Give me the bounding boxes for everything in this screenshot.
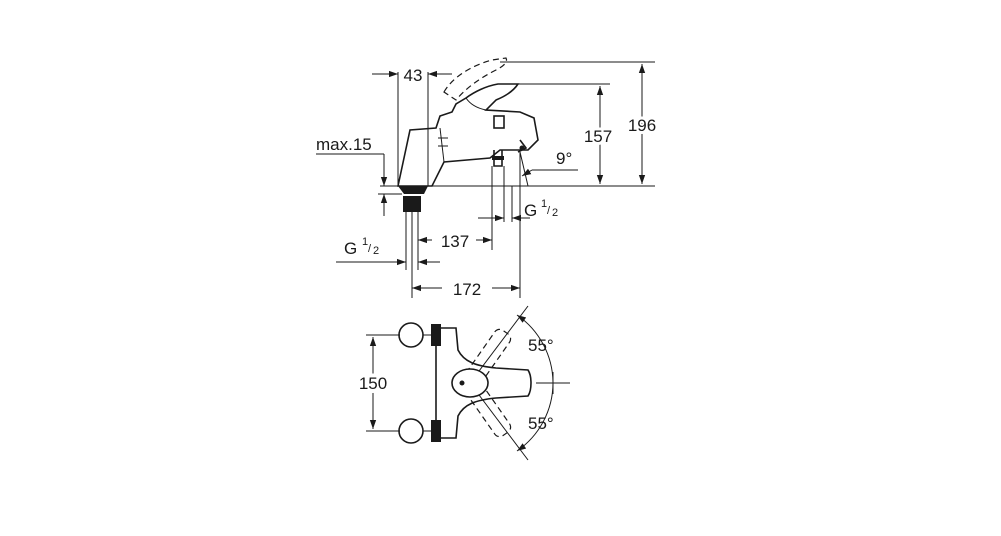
angle-arc-lower bbox=[516, 382, 554, 452]
dim-max15-label: max.15 bbox=[316, 135, 372, 154]
hose-nut bbox=[492, 156, 504, 160]
spout-nozzle bbox=[519, 145, 525, 151]
dim-196-label: 196 bbox=[628, 116, 656, 135]
dim-157-label: 157 bbox=[584, 127, 612, 146]
thread-right-num: 1 bbox=[541, 198, 547, 210]
dim-150-label: 150 bbox=[359, 374, 387, 393]
mixer-body bbox=[397, 83, 539, 187]
thread-right-g: G bbox=[524, 201, 537, 220]
thread-right-den: 2 bbox=[552, 207, 558, 219]
top-handle bbox=[451, 368, 489, 398]
dim-137-label: 137 bbox=[441, 232, 469, 251]
spout-outlet bbox=[517, 139, 528, 153]
top-view: 55° 55° 150 bbox=[355, 305, 570, 461]
dim-43-label: 43 bbox=[404, 66, 423, 85]
mixer-handle-detail bbox=[465, 97, 487, 111]
top-body bbox=[435, 327, 532, 439]
thread-left-slash: / bbox=[368, 243, 372, 255]
angle-arc-upper bbox=[516, 314, 554, 384]
diverter-knob bbox=[493, 115, 505, 129]
angle-9-ray bbox=[519, 151, 529, 187]
angle-9-label: 9° bbox=[556, 149, 572, 168]
shank-nut bbox=[403, 196, 421, 212]
angle-ray-upper bbox=[469, 305, 529, 384]
angle-lower-label: 55° bbox=[528, 414, 554, 433]
thread-left-num: 1 bbox=[362, 236, 368, 248]
dim-172-label: 172 bbox=[453, 280, 481, 299]
thread-left-g: G bbox=[344, 239, 357, 258]
side-view: 43 max.15 157 196 9° G 1 / 2 137 G bbox=[316, 57, 659, 299]
lever-position-up bbox=[464, 328, 512, 387]
mixer-body-detail bbox=[439, 127, 445, 163]
top-nut-lower bbox=[431, 420, 441, 442]
mounting-nut bbox=[398, 186, 428, 194]
angle-ray-lower bbox=[469, 382, 529, 461]
top-handle-dot bbox=[459, 380, 465, 386]
angle-upper-label: 55° bbox=[528, 336, 554, 355]
thread-right-slash: / bbox=[547, 205, 551, 217]
top-connector-lower bbox=[398, 418, 424, 444]
thread-left-den: 2 bbox=[373, 245, 379, 257]
lever-position-down bbox=[464, 379, 512, 438]
top-connector-upper bbox=[398, 322, 424, 348]
top-nut-upper bbox=[431, 324, 441, 346]
lever-open-outline bbox=[443, 57, 508, 101]
angle-9-arrow bbox=[521, 168, 533, 177]
